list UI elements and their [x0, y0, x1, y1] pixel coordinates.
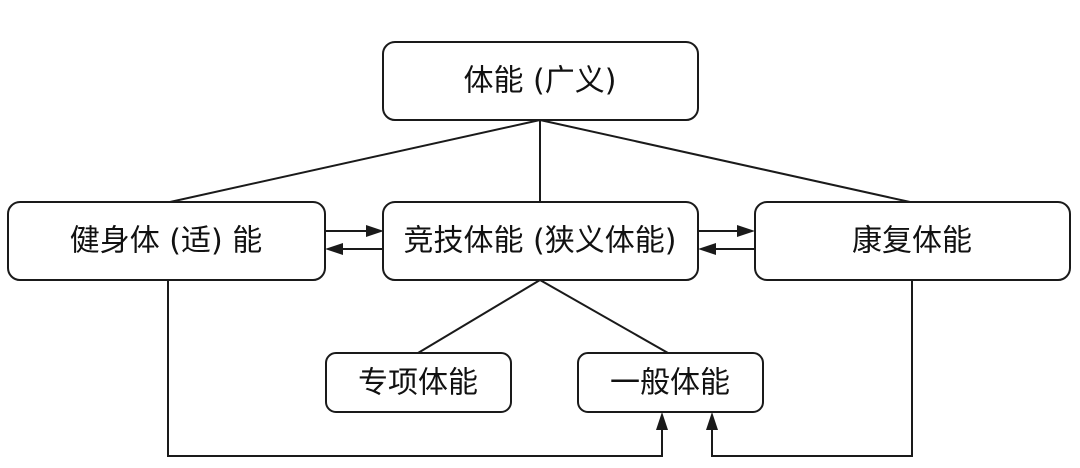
arrow-competitive-to-rehab-head	[737, 225, 755, 237]
node-competitive-fitness-box	[382, 201, 699, 281]
node-health-fitness-box	[7, 201, 326, 281]
node-competitive-fitness: 竞技体能 (狭义体能)	[382, 201, 699, 281]
arrow-rehab-to-general-head	[706, 412, 718, 430]
arrows-competitive-rehab	[698, 225, 755, 255]
node-specific-fitness-label: 专项体能	[358, 366, 478, 401]
node-broad-fitness-box	[382, 41, 699, 121]
tree-connectors	[169, 119, 911, 354]
node-rehab-fitness: 康复体能	[754, 201, 1071, 281]
edge-competitive-to-general	[539, 279, 669, 354]
edge-rehab-to-general	[711, 280, 913, 457]
edge-health-to-general	[167, 280, 663, 457]
node-broad-fitness: 体能 (广义)	[382, 41, 699, 121]
node-general-fitness: 一般体能	[577, 352, 764, 413]
node-broad-fitness-label: 体能 (广义)	[464, 64, 617, 99]
feed-lines-to-general	[167, 280, 913, 457]
node-rehab-fitness-box	[754, 201, 1071, 281]
node-general-fitness-box	[577, 352, 764, 413]
edge-broad-to-health	[169, 119, 541, 203]
node-health-fitness-label: 健身体 (适) 能	[70, 224, 262, 259]
node-general-fitness-label: 一般体能	[610, 366, 730, 401]
arrow-rehab-to-competitive-head	[698, 243, 716, 255]
arrows-health-competitive	[325, 225, 384, 255]
arrow-competitive-to-health-head	[325, 243, 343, 255]
arrow-health-to-competitive-head	[366, 225, 384, 237]
node-rehab-fitness-label: 康复体能	[852, 224, 972, 259]
node-competitive-fitness-label: 竞技体能 (狭义体能)	[404, 224, 677, 259]
node-specific-fitness-box	[325, 352, 512, 413]
node-health-fitness: 健身体 (适) 能	[7, 201, 326, 281]
edge-broad-to-rehab	[539, 119, 911, 203]
edge-competitive-to-specific	[417, 279, 541, 354]
arrow-health-to-general-head	[656, 412, 668, 430]
node-specific-fitness: 专项体能	[325, 352, 512, 413]
